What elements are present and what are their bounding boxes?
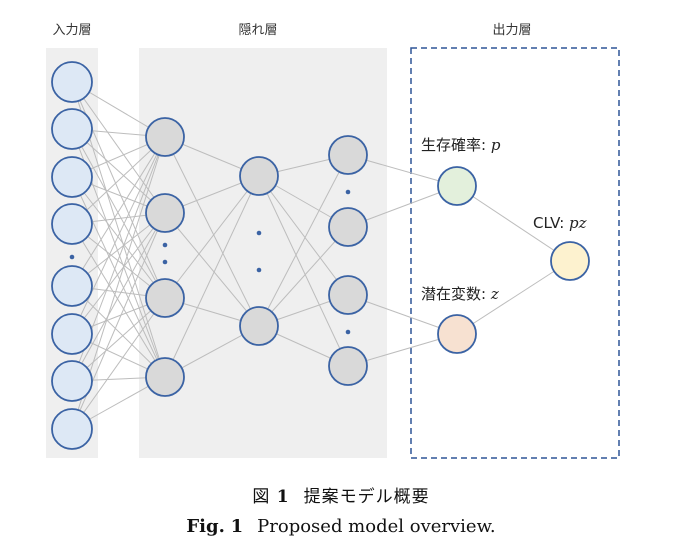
connection-edge <box>71 212 166 382</box>
output-layer-box <box>410 47 620 459</box>
ellipsis-dot <box>162 259 168 265</box>
clv-variable: pz <box>569 214 587 232</box>
connection-edge <box>71 81 166 214</box>
connection-edge <box>456 185 571 262</box>
network-nodes <box>51 61 590 450</box>
figure-caption-english: Fig. 1 Proposed model overview. <box>0 516 682 537</box>
survival-probability-label: 生存確率: p <box>421 136 501 154</box>
neural-network-diagram: 入力層 隠れ層 出力層 生存確率: p 潜在変数: z CLV: pz <box>46 23 620 459</box>
latent-variable: z <box>490 285 499 303</box>
caption-ja-number: 1 <box>276 487 290 507</box>
hidden-node <box>328 207 368 247</box>
input-layer-label: 入力層 <box>52 23 91 38</box>
hidden-node <box>328 346 368 386</box>
caption-en-text: Proposed model overview. <box>257 516 496 537</box>
connection-edge <box>71 223 166 378</box>
hidden-node <box>328 275 368 315</box>
hidden-layer-panel <box>139 48 387 458</box>
hidden-node <box>239 156 279 196</box>
connection-edge <box>164 175 260 378</box>
hidden-node <box>328 135 368 175</box>
hidden-node <box>145 117 185 157</box>
connection-edge <box>258 175 349 296</box>
input-node <box>51 360 93 402</box>
connection-edge <box>456 260 571 335</box>
figure-caption-japanese: 図 1 提案モデル概要 <box>0 482 682 507</box>
ellipsis-dot <box>256 267 262 273</box>
connection-edge <box>164 212 260 327</box>
connection-edge <box>258 154 349 327</box>
connection-edge <box>71 297 166 430</box>
connection-edge <box>71 128 166 299</box>
hidden-node <box>145 193 185 233</box>
input-node <box>51 108 93 150</box>
input-node <box>51 156 93 198</box>
input-node <box>51 203 93 245</box>
latent-variable-node <box>437 314 477 354</box>
output-layer-label: 出力層 <box>492 23 531 38</box>
connection-edge <box>71 136 166 287</box>
connection-edge <box>164 175 260 299</box>
connection-edge <box>71 136 166 335</box>
hidden-node <box>145 278 185 318</box>
caption-en-prefix: Fig. <box>186 516 225 537</box>
input-node <box>51 408 93 450</box>
ellipsis-dot <box>69 254 75 260</box>
ellipsis-dots <box>69 189 351 335</box>
hidden-layer-label: 隠れ層 <box>238 23 277 38</box>
clv-label: CLV: pz <box>533 214 587 232</box>
caption-ja-text: 提案モデル概要 <box>303 487 430 507</box>
input-node <box>51 61 93 103</box>
caption-ja-prefix: 図 <box>252 487 271 507</box>
ellipsis-dot <box>345 329 351 335</box>
connection-edge <box>258 175 349 367</box>
input-node <box>51 313 93 355</box>
hidden-node <box>239 306 279 346</box>
connection-edge <box>258 226 349 327</box>
connection-edge <box>71 212 166 335</box>
hidden-node <box>145 357 185 397</box>
survival-probability-node <box>437 166 477 206</box>
connection-edge <box>71 176 166 299</box>
connection-edge <box>164 136 260 327</box>
ellipsis-dot <box>345 189 351 195</box>
survival-variable: p <box>491 136 501 154</box>
ellipsis-dot <box>162 242 168 248</box>
clv-node <box>550 241 590 281</box>
ellipsis-dot <box>256 230 262 236</box>
latent-variable-label: 潜在変数: z <box>421 285 499 303</box>
caption-en-number: 1 <box>230 516 244 537</box>
connection-edge <box>71 136 166 225</box>
input-node <box>51 265 93 307</box>
